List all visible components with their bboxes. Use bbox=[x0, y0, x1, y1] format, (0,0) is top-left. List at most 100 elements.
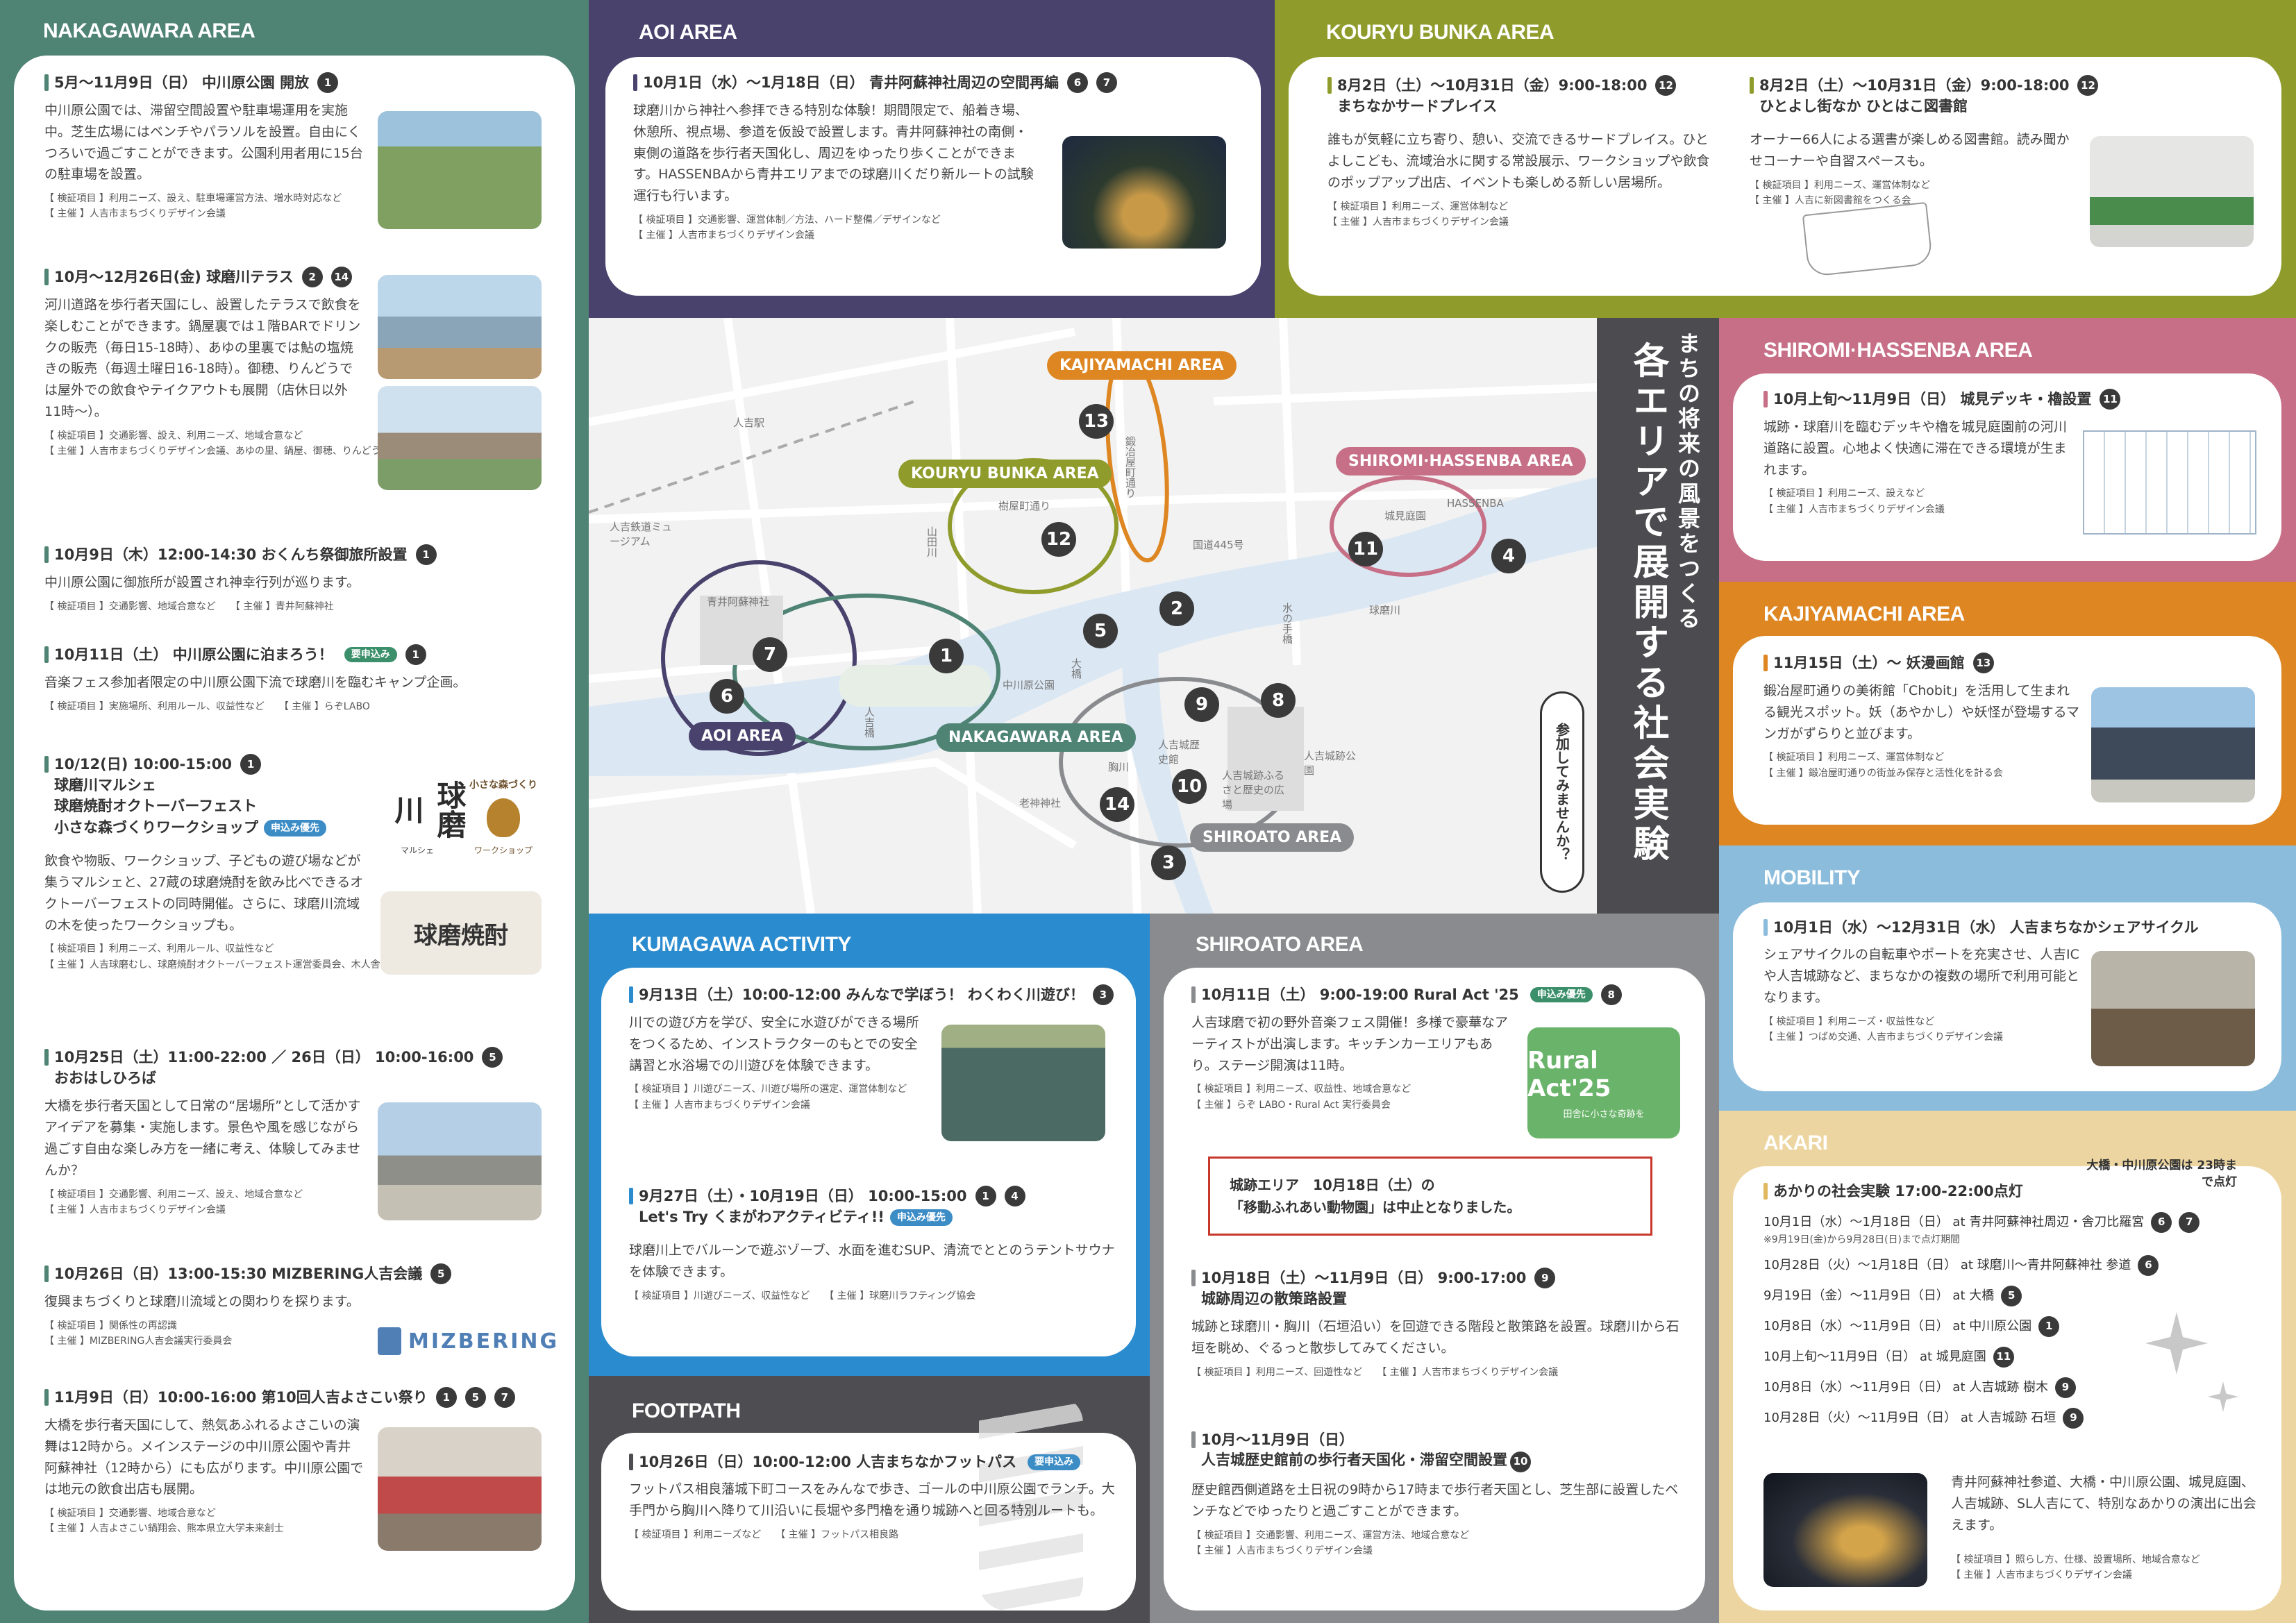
map-pin-icon: 5 bbox=[482, 1047, 503, 1068]
aoi-ring bbox=[661, 560, 857, 756]
event-desc: 河川道路を歩行者天国にし、設置したテラスで飲食を楽しむことができます。鍋屋裏では… bbox=[44, 297, 361, 419]
map-pin-icon: 1 bbox=[975, 1186, 996, 1206]
shiromi-title: SHIROMI·HASSENBA AREA bbox=[1763, 339, 2033, 362]
mizbering-icon bbox=[378, 1327, 401, 1355]
event-subtitle: ひとよし街なか ひとはこ図書館 bbox=[1759, 98, 1968, 115]
registration-badge: 申込み優先 bbox=[889, 1209, 953, 1227]
place-label: 樹屋町通り bbox=[998, 500, 1051, 512]
map-heading-main: 各エリアで展開する社会実験 bbox=[1627, 342, 1668, 865]
map-pin-5: 5 bbox=[1083, 614, 1118, 648]
event-host: 【 主催 】人吉市まちづくりデザイン会議 bbox=[629, 1099, 810, 1111]
event-meta: 【 検証項目 】利用ニーズ、利用ルール、収益性など bbox=[44, 943, 274, 955]
notice-line: 城跡エリア 10月18日（土）の bbox=[1230, 1177, 1435, 1193]
event-meta: 【 検証項目 】交通影響、利用ニーズ、運営方法、地域合意など bbox=[1191, 1529, 1470, 1541]
map-pin-2: 2 bbox=[1159, 591, 1194, 626]
map-pin-icon: 7 bbox=[1096, 72, 1117, 93]
event-host: 【 主催 】人吉よさこい鍋翔会、熊本県立大学未来創士 bbox=[44, 1523, 284, 1535]
event-title: あかりの社会実験 17:00-22:00点灯 bbox=[1773, 1183, 2023, 1200]
event-title: 10月1日（水）〜1月18日（日） 青井阿蘇神社周辺の空間再編 bbox=[643, 74, 1059, 91]
event-title: 9月27日（土）・10月19日（日） 10:00-15:00 bbox=[639, 1187, 967, 1204]
place-label: 中川原公園 bbox=[1003, 679, 1055, 691]
schedule-text: 9月19日（金）〜11月9日（日） at 大橋 bbox=[1763, 1288, 1995, 1303]
event-desc: 球磨川から神社へ参拝できる特別な体験！期間限定で、船着き場、休憩所、視点場、参道… bbox=[633, 103, 1034, 204]
map-label-kajiyamachi: KAJIYAMACHI AREA bbox=[1047, 351, 1237, 380]
footprint-icon bbox=[979, 1395, 1083, 1611]
footpath-event-1: 10月26日（日）10:00-12:00 人吉まちなかフットパス要申込み フット… bbox=[629, 1452, 1115, 1542]
event-host: 【 主催 】らぞ LABO・Rural Act 実行委員会 bbox=[1191, 1099, 1391, 1111]
marche-logo: 球磨川 マルシェ bbox=[386, 775, 467, 865]
registration-badge: 申込み優先 bbox=[1530, 986, 1593, 1003]
map-pin-12: 12 bbox=[1041, 522, 1076, 557]
kajiyamachi-title: KAJIYAMACHI AREA bbox=[1763, 603, 1965, 625]
event-meta: 【 検証項目 】関係性の再認識 bbox=[44, 1320, 177, 1331]
event-host: 【 主催 】人吉市まちづくりデザイン会議 bbox=[1327, 217, 1509, 228]
footpath-title: FOOTPATH bbox=[632, 1399, 741, 1422]
event-title: 10/12(日) 10:00-15:00 bbox=[54, 755, 233, 773]
map-pin-icon: 7 bbox=[494, 1387, 515, 1408]
map-pin-icon: 6 bbox=[2138, 1254, 2159, 1276]
map-pin-icon: 1 bbox=[405, 644, 426, 665]
event-subtitle: 人吉城歴史館前の歩行者天国化・滞留空間設置 bbox=[1201, 1452, 1507, 1469]
map-pin-icon: 1 bbox=[435, 1387, 457, 1408]
event-desc: フットパス相良藩城下町コースをみんなで歩き、ゴールの中川原公園でランチ。大手門か… bbox=[629, 1481, 1115, 1519]
map-pin-4: 4 bbox=[1491, 539, 1526, 573]
map-pin-9: 9 bbox=[1184, 687, 1219, 722]
event-meta: 【 検証項目 】交通影響、運営体制／方法、ハード整備／デザインなど bbox=[633, 214, 941, 226]
event-desc: 誰もが気軽に立ち寄り、憩い、交流できるサードプレイス。ひとよしこども、流域治水に… bbox=[1327, 132, 1710, 190]
museum-photo bbox=[2091, 687, 2255, 802]
event-desc: 中川原公園では、滞留空間設置や駐車場運用を実施中。芝生広場にはベンチやパラソルを… bbox=[44, 103, 363, 183]
event-meta: 【 検証項目 】利用ニーズ、設えなど bbox=[1763, 488, 1925, 500]
terrace-photo-1 bbox=[378, 275, 542, 379]
logo-subtext: ワークショップ bbox=[474, 846, 533, 855]
event-meta: 【 検証項目 】利用ニーズ、設え、駐車場運営方法、増水時対応など bbox=[44, 193, 342, 205]
registration-badge: 申込み優先 bbox=[264, 819, 326, 837]
event-desc: オーナー66人による選書が楽しめる図書館。読み聞かせコーナーや自習スペースも。 bbox=[1750, 132, 2070, 169]
place-label: 人吉城跡公園 bbox=[1304, 750, 1357, 777]
event-subtitle: 城跡周辺の散策路設置 bbox=[1201, 1290, 1347, 1307]
map-label-shiroato: SHIROATO AREA bbox=[1190, 823, 1355, 852]
event-title: 8月2日（土）〜10月31日（金）9:00-18:00 bbox=[1759, 76, 2070, 94]
event-host: 【 主催 】鍛冶屋町通りの街並み保存と活性化を計る会 bbox=[1763, 767, 2003, 779]
event-host: 【 主催 】人吉市まちづくりデザイン会議 bbox=[44, 208, 226, 220]
event-desc: 球磨川上でバルーンで遊ぶゾーブ、水面を進むSUP、清流でととのうテントサウナを体… bbox=[629, 1243, 1115, 1280]
map-pin-icon: 6 bbox=[1066, 72, 1088, 93]
event-title: 10月〜11月9日（日） bbox=[1201, 1431, 1355, 1448]
kumagawa-event-1: 9月13日（土）10:00-12:00 みんなで学ぼう！ わくわく川遊び！3 川… bbox=[629, 984, 1115, 1113]
event-title: 10月26日（日）13:00-15:30 MIZBERING人吉会議 bbox=[54, 1265, 423, 1282]
participate-bubble: 参加してみませんか？ bbox=[1540, 691, 1584, 893]
event-title: 9月13日（土）10:00-12:00 みんなで学ぼう！ わくわく川遊び！ bbox=[639, 986, 1084, 1003]
event-title: 11月15日（土）〜 妖漫画館 bbox=[1773, 654, 1965, 671]
map-pin-icon: 5 bbox=[2001, 1285, 2022, 1306]
event-desc: 飲食や物販、ワークショップ、子どもの遊び場などが集うマルシェと、27蔵の球磨焼酎… bbox=[44, 853, 364, 933]
place-label: 人吉鉄道ミュージアム bbox=[610, 521, 673, 548]
map-pin-11: 11 bbox=[1348, 532, 1383, 566]
shiroato-title: SHIROATO AREA bbox=[1196, 933, 1364, 956]
event-meta: 【 検証項目 】交通影響、利用ニーズ、設え、地域合意など bbox=[44, 1188, 303, 1200]
railway bbox=[589, 400, 916, 514]
event-host: 【 主催 】人吉市まちづくりデザイン会議 bbox=[1951, 1570, 2132, 1581]
kumagawa-title: KUMAGAWA ACTIVITY bbox=[632, 933, 851, 956]
map-pin-icon: 2 bbox=[301, 267, 323, 287]
event-desc: シェアサイクルの自転車やポートを充実させ、人吉ICや人吉城跡など、まちなかの複数… bbox=[1763, 947, 2080, 1005]
terrace-photo-2 bbox=[378, 386, 542, 490]
event-title: 10月26日（日）10:00-12:00 人吉まちなかフットパス bbox=[639, 1454, 1017, 1470]
map-pin-icon: 12 bbox=[2077, 75, 2099, 96]
kouryu-event-2: 8月2日（土）〜10月31日（金）9:00-18:00 12 ひとよし街なか ひと… bbox=[1750, 75, 2263, 209]
place-label: 大橋 bbox=[1070, 658, 1082, 679]
place-label: 山田川 bbox=[925, 526, 938, 557]
event-title: 10月11日（土） 9:00-19:00 Rural Act '25 bbox=[1201, 986, 1519, 1003]
event-subtitle: 小さな森づくりワークショップ bbox=[54, 818, 258, 836]
place-label: 鍛冶屋町通り bbox=[1124, 436, 1137, 498]
event-desc: 歴史館西側道路を土日祝の9時から17時まで歩行者天国とし、芝生部に設置したベンチ… bbox=[1191, 1482, 1679, 1519]
event-subtitle: 球磨川マルシェ bbox=[54, 777, 156, 793]
